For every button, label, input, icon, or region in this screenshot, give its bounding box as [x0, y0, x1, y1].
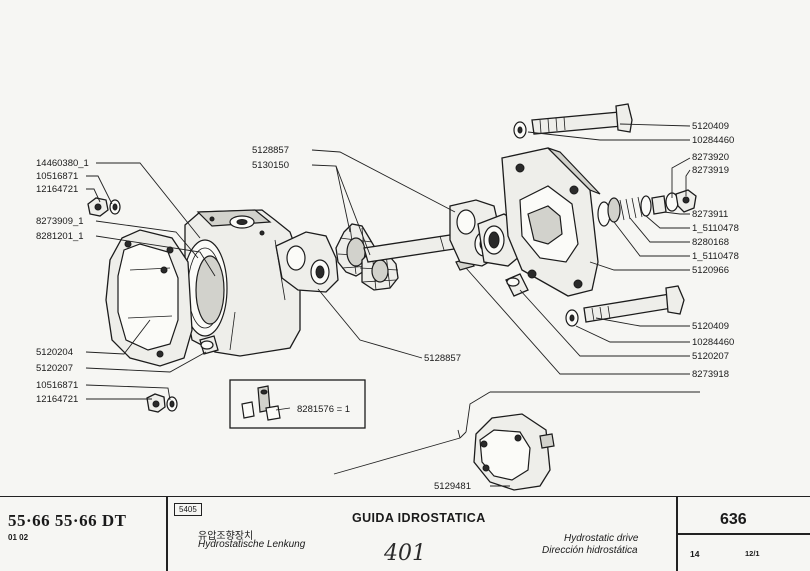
sheet-number: 14 — [690, 549, 700, 559]
pn-right-13: 8273918 — [692, 369, 729, 380]
pn-right-1: 5120409 — [692, 121, 729, 132]
pn-left-3: 12164721 — [36, 184, 78, 195]
title-spanish: Dirección hidrostática — [542, 545, 638, 556]
pn-left-2: 10516871 — [36, 171, 78, 182]
pn-right-4: 8273919 — [692, 165, 729, 176]
bolt-lower — [565, 285, 685, 327]
dowel-pin-right — [505, 273, 529, 297]
seal-kit-inset — [229, 379, 366, 429]
pn-left-6: 5120204 — [36, 347, 73, 358]
pn-top-2: 5130150 — [252, 160, 289, 171]
title-italian: GUIDA IDROSTATICA — [352, 511, 486, 525]
nut-washer-lower — [146, 393, 178, 413]
pn-right-9: 5120966 — [692, 265, 729, 276]
gear-plate-left — [275, 231, 339, 293]
title-block: 55·66 55·66 DT 01 02 5405 GUIDA IDROSTAT… — [0, 496, 810, 571]
pn-right-6: 1_5110478 — [692, 223, 739, 234]
pn-inset-1: 8281576 = 1 — [297, 404, 350, 415]
pn-left-4: 8273909_1 — [36, 216, 84, 227]
pn-top-1: 5128857 — [252, 145, 289, 156]
title-german: Hydrostatische Lenkung — [198, 539, 306, 550]
sheet-revision: 12/1 — [745, 549, 760, 558]
model-title: 55·66 55·66 DT — [8, 511, 127, 530]
pn-left-5: 8281201_1 — [36, 231, 84, 242]
pn-left-8: 10516871 — [36, 380, 78, 391]
pn-bottom-1: 5129481 — [434, 481, 471, 492]
pump-housing — [105, 209, 301, 367]
page-number: 636 — [720, 511, 747, 528]
pn-right-8: 1_5110478 — [692, 251, 739, 262]
pn-right-5: 8273911 — [692, 209, 728, 220]
divider — [676, 533, 810, 535]
pn-right-2: 10284460 — [692, 135, 734, 146]
bolt-upper — [513, 103, 633, 139]
handwritten-note: 401 — [384, 541, 426, 566]
assembled-pump — [473, 413, 555, 491]
pn-left-9: 12164721 — [36, 394, 78, 405]
part-number-labels: 14460380_1 10516871 12164721 8273909_1 8… — [36, 121, 739, 492]
pn-right-3: 8273920 — [692, 152, 729, 163]
pn-right-10: 5120409 — [692, 321, 729, 332]
leader-lines — [85, 123, 700, 487]
group-code: 5405 — [174, 503, 202, 516]
divider — [166, 497, 168, 571]
pn-right-11: 10284460 — [692, 337, 734, 348]
title-korean: 유압조향장치 — [198, 531, 254, 542]
pn-mid-1: 5128857 — [424, 353, 461, 364]
model-variants: 01 02 — [8, 533, 29, 542]
pn-right-12: 5120207 — [692, 351, 729, 362]
pn-right-7: 8280168 — [692, 237, 729, 248]
title-english: Hydrostatic drive — [564, 533, 639, 544]
nut-washer-upper — [87, 197, 121, 217]
rear-cover — [501, 147, 601, 297]
relief-valve-stack — [597, 189, 697, 227]
pn-left-7: 5120207 — [36, 363, 73, 374]
pn-left-1: 14460380_1 — [36, 158, 89, 169]
